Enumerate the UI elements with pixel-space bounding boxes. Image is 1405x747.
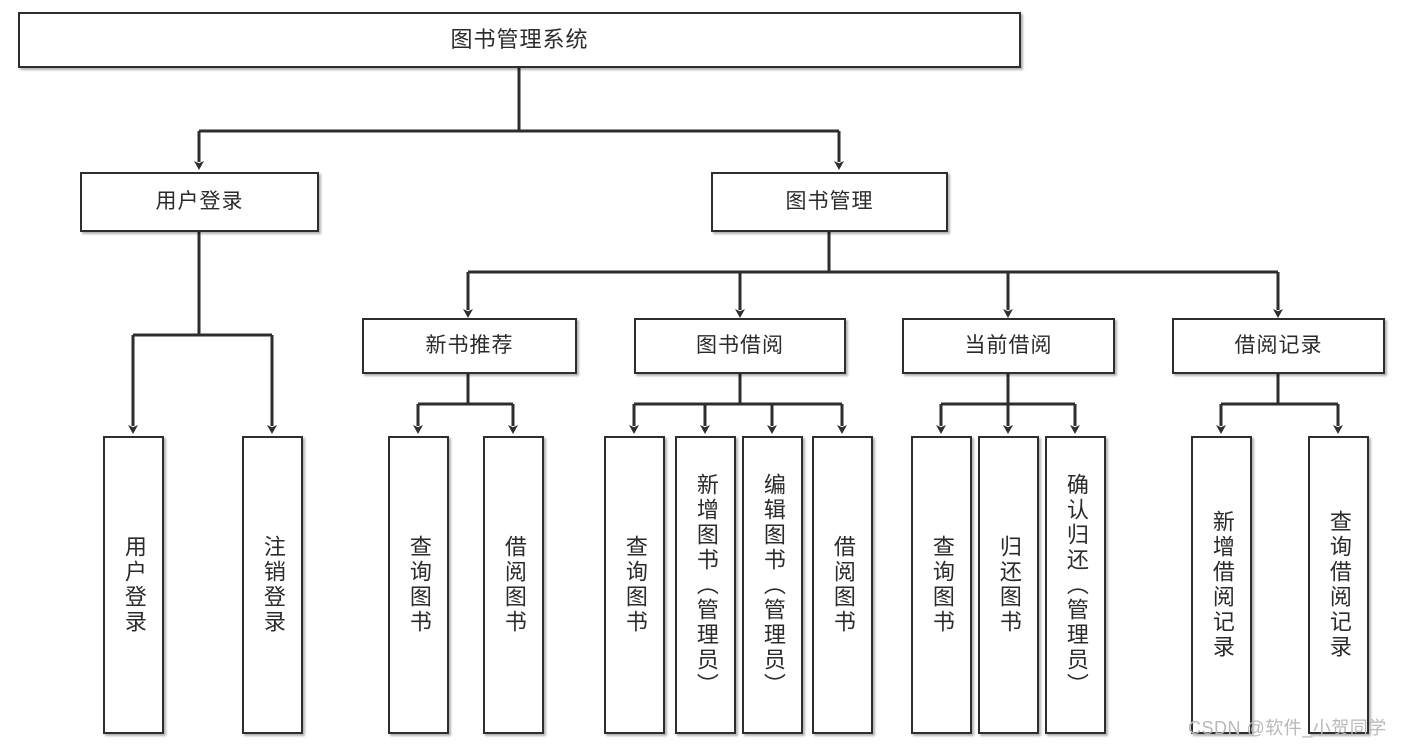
node-current-borrow[interactable]: 当前借阅 xyxy=(902,318,1115,374)
leaf-label: 用户登录 xyxy=(121,535,147,635)
leaf-label: 注销登录 xyxy=(260,535,286,635)
node-book-borrow[interactable]: 图书借阅 xyxy=(634,318,846,374)
leaf-label: 新增图书（管理员） xyxy=(693,472,719,698)
leaf-label: 借阅图书 xyxy=(830,535,856,635)
node-new-book-recommend[interactable]: 新书推荐 xyxy=(362,318,577,374)
node-leaf-add-book[interactable]: 新增图书（管理员） xyxy=(675,436,736,734)
leaf-label: 确认归还（管理员） xyxy=(1063,472,1089,698)
node-leaf-query-book-1[interactable]: 查询图书 xyxy=(388,436,449,734)
node-leaf-confirm-return[interactable]: 确认归还（管理员） xyxy=(1045,436,1106,734)
node-book-manage[interactable]: 图书管理 xyxy=(711,172,948,232)
node-leaf-logout[interactable]: 注销登录 xyxy=(242,436,303,734)
node-leaf-query-book-2[interactable]: 查询图书 xyxy=(604,436,665,734)
leaf-label: 查询借阅记录 xyxy=(1326,510,1352,660)
leaf-label: 编辑图书（管理员） xyxy=(760,472,786,698)
leaf-label: 查询图书 xyxy=(622,535,648,635)
node-leaf-borrow-book-2[interactable]: 借阅图书 xyxy=(812,436,873,734)
node-borrow-record[interactable]: 借阅记录 xyxy=(1172,318,1385,374)
leaf-label: 新增借阅记录 xyxy=(1209,510,1235,660)
leaf-label: 查询图书 xyxy=(929,535,955,635)
node-leaf-return-book[interactable]: 归还图书 xyxy=(978,436,1039,734)
leaf-label: 归还图书 xyxy=(996,535,1022,635)
node-leaf-user-login[interactable]: 用户登录 xyxy=(103,436,164,734)
node-leaf-query-book-3[interactable]: 查询图书 xyxy=(911,436,972,734)
csdn-watermark: CSDN @软件_小贺同学 xyxy=(1188,718,1387,738)
node-leaf-add-record[interactable]: 新增借阅记录 xyxy=(1191,436,1252,734)
leaf-label: 借阅图书 xyxy=(501,535,527,635)
node-leaf-borrow-book-1[interactable]: 借阅图书 xyxy=(483,436,544,734)
node-leaf-query-record[interactable]: 查询借阅记录 xyxy=(1308,436,1369,734)
node-root[interactable]: 图书管理系统 xyxy=(18,12,1021,68)
node-leaf-edit-book[interactable]: 编辑图书（管理员） xyxy=(742,436,803,734)
leaf-label: 查询图书 xyxy=(406,535,432,635)
node-user-login[interactable]: 用户登录 xyxy=(80,172,319,232)
